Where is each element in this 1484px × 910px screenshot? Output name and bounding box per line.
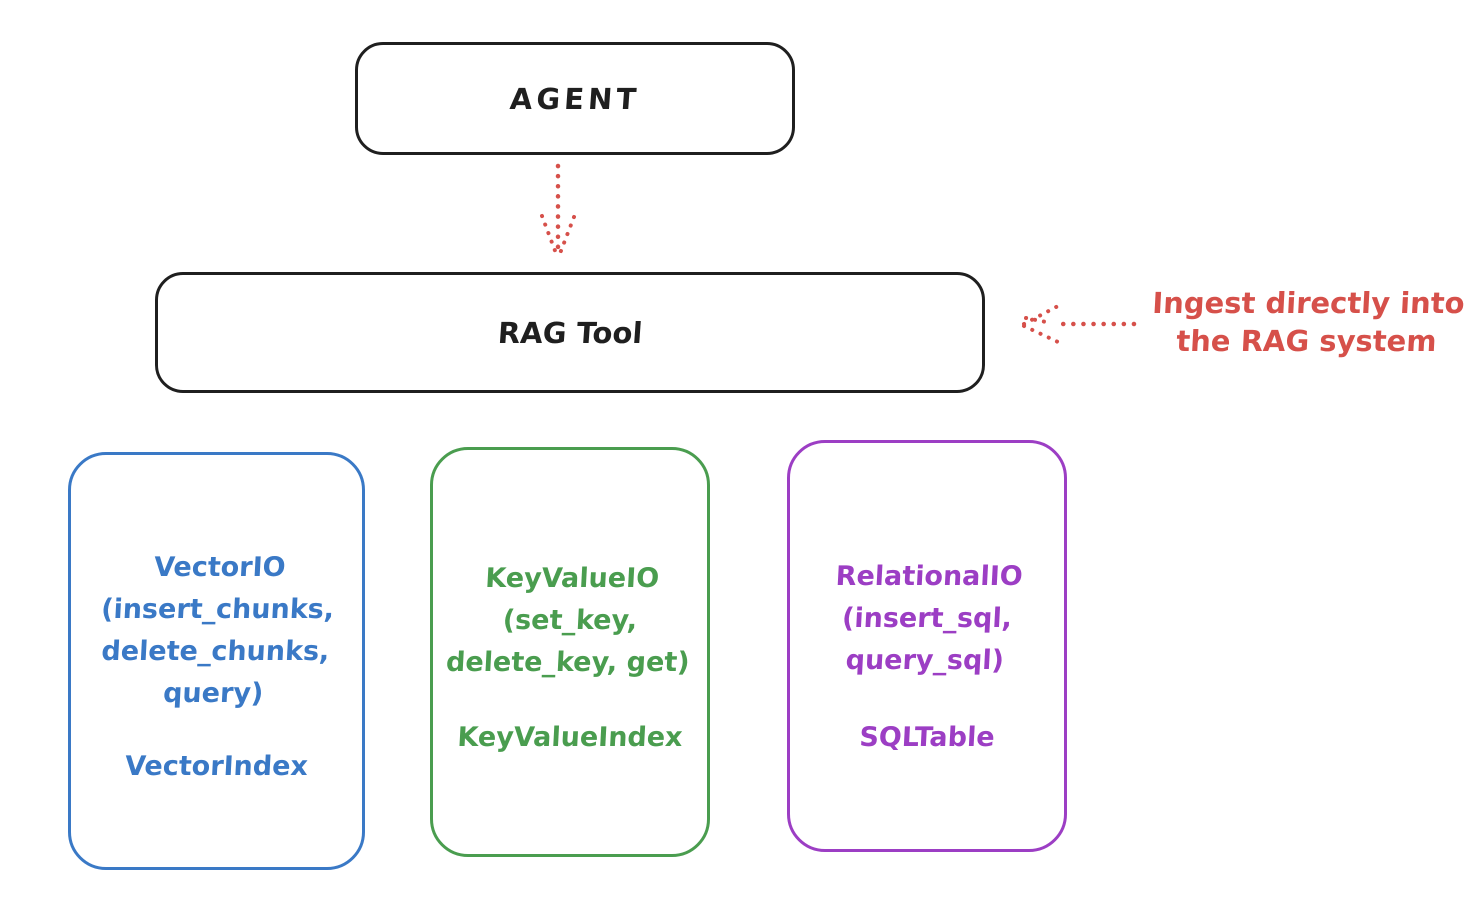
agent-label: AGENT <box>508 81 642 116</box>
vector-index-label: VectorIndex <box>124 751 309 782</box>
ingest-annotation: Ingest directly into the RAG system <box>1151 286 1466 358</box>
relational-io-label: RelationalIO (insert_sql, query_sql) <box>834 561 1024 676</box>
keyvalue-index-label: KeyValueIndex <box>456 722 684 753</box>
keyvalue-io-label: KeyValueIO (set_key, delete_key, get) <box>445 563 691 678</box>
vector-io-box: VectorIO (insert_chunks, delete_chunks, … <box>68 452 365 870</box>
vector-io-label: VectorIO (insert_chunks, delete_chunks, … <box>100 552 335 709</box>
relational-io-box: RelationalIO (insert_sql, query_sql) SQL… <box>787 440 1067 852</box>
left-dotted-arrow-icon <box>1022 304 1137 344</box>
rag-tool-node: RAG Tool <box>155 272 985 393</box>
rag-tool-label: RAG Tool <box>496 315 644 350</box>
relational-index-label: SQLTable <box>858 722 996 753</box>
keyvalue-io-box: KeyValueIO (set_key, delete_key, get) Ke… <box>430 447 710 857</box>
agent-node: AGENT <box>355 42 795 155</box>
down-dotted-arrow-icon <box>540 163 576 258</box>
